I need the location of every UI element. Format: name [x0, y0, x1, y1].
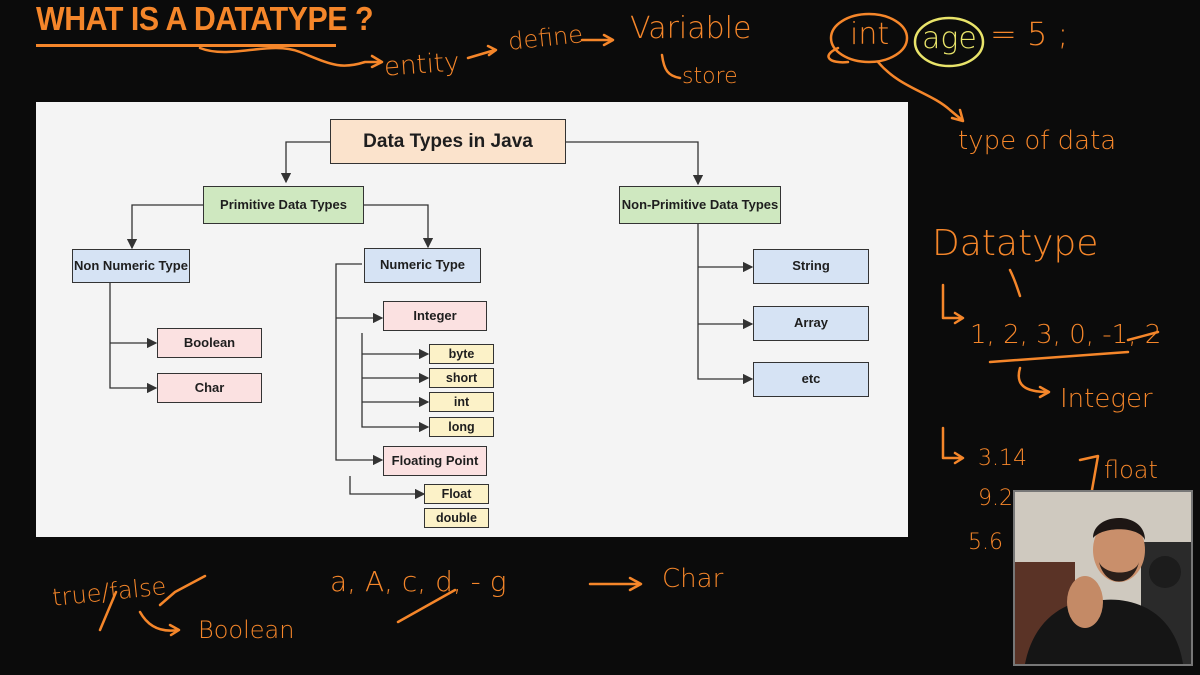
note-code-assign: = 5 ;	[990, 15, 1069, 53]
note-variable: Variable	[630, 11, 752, 46]
node-short: short	[429, 368, 494, 388]
title-underline	[36, 44, 336, 47]
node-numeric: Numeric Type	[364, 248, 481, 283]
note-store: store	[682, 64, 738, 89]
note-code-age: age	[922, 21, 977, 56]
note-code-int: int	[850, 17, 890, 52]
node-double: double	[424, 508, 489, 528]
diagram-connectors	[109, 141, 754, 500]
note-datatype-heading: Datatype	[932, 223, 1099, 264]
node-char: Char	[157, 373, 262, 403]
note-integer-examples: 1, 2, 3, 0, -1, 2	[970, 320, 1162, 350]
node-integer: Integer	[383, 301, 487, 331]
note-type-of-data: type of data	[958, 126, 1117, 156]
note-float-example-2: 9.2	[978, 486, 1013, 511]
node-primitive: Primitive Data Types	[203, 186, 364, 224]
note-entity: entity	[383, 47, 461, 83]
note-define: define	[506, 20, 585, 56]
node-etc: etc	[753, 362, 869, 397]
note-integer-label: Integer	[1060, 384, 1153, 414]
diagram-panel: Data Types in Java Primitive Data Types …	[36, 102, 908, 537]
note-float-example-3: 5.6	[968, 530, 1003, 555]
node-string: String	[753, 249, 869, 284]
node-floating-point: Floating Point	[383, 446, 487, 476]
note-char-label: Char	[662, 564, 724, 594]
note-float-example-1: 3.14	[978, 446, 1027, 471]
slide-title: WHAT IS A DATATYPE ?	[36, 0, 374, 37]
node-boolean: Boolean	[157, 328, 262, 358]
presenter-figure	[1015, 492, 1191, 664]
note-boolean-label: Boolean	[198, 616, 295, 644]
note-float-label: float	[1104, 456, 1158, 484]
node-int: int	[429, 392, 494, 412]
node-array: Array	[753, 306, 869, 341]
note-char-examples: a, A, c, d, - g	[330, 565, 507, 598]
node-non-numeric: Non Numeric Type	[72, 249, 190, 283]
node-long: long	[429, 417, 494, 437]
node-byte: byte	[429, 344, 494, 364]
node-root: Data Types in Java	[330, 119, 566, 164]
presenter-webcam	[1013, 490, 1193, 666]
node-float: Float	[424, 484, 489, 504]
node-non-primitive: Non-Primitive Data Types	[619, 186, 781, 224]
